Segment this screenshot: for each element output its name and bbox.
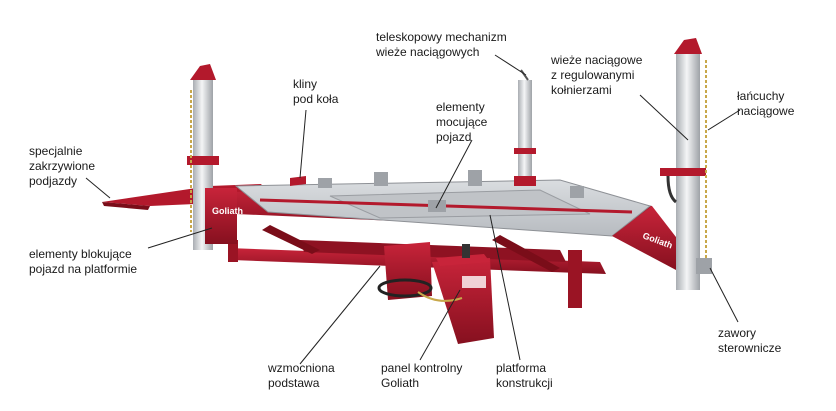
label-line: wieże naciągowe — [551, 53, 643, 67]
label-line: kołnierzami — [551, 83, 612, 97]
label-control-panel: panel kontrolny Goliath — [381, 361, 462, 391]
label-wheel-chocks: kliny pod koła — [293, 77, 338, 107]
label-line: wzmocniona — [268, 361, 335, 375]
telescopic-tower — [514, 69, 536, 186]
label-line: pod koła — [293, 92, 339, 106]
right-pulling-tower — [660, 38, 712, 290]
label-line: panel kontrolny — [381, 361, 463, 375]
label-construction-platform: platforma konstrukcji — [496, 361, 553, 391]
label-line: Goliath — [381, 376, 420, 390]
label-line: mocujące — [436, 115, 488, 129]
label-mounting-elements: elementy mocujące pojazd — [436, 100, 487, 145]
label-line: elementy — [436, 100, 485, 114]
label-line: zawory — [718, 326, 757, 340]
label-line: specjalnie — [29, 144, 83, 158]
label-line: łańcuchy — [737, 89, 785, 103]
label-line: pojazd — [436, 130, 472, 144]
label-locking-elements: elementy blokujące pojazd na platformie — [29, 247, 137, 277]
label-telescopic-mechanism: teleskopowy mechanizm wieże naciągowych — [376, 30, 507, 60]
label-line: podjazdy — [29, 174, 78, 188]
goliath-control-panel — [377, 242, 494, 344]
goliath-logo: Goliath — [212, 206, 243, 216]
label-line: zakrzywione — [29, 159, 96, 173]
label-line: elementy blokujące — [29, 247, 132, 261]
label-line: podstawa — [268, 376, 320, 390]
label-line: platforma — [496, 361, 547, 375]
label-line: wieże naciągowych — [376, 45, 480, 59]
left-pulling-tower — [187, 64, 237, 250]
label-line: z regulowanymi — [551, 68, 635, 82]
label-line: sterownicze — [718, 341, 782, 355]
label-line: naciągowe — [737, 104, 795, 118]
label-pulling-towers: wieże naciągowe z regulowanymi kołnierza… — [551, 53, 642, 98]
label-line: pojazd na platformie — [29, 262, 138, 276]
label-pulling-chains: łańcuchy naciągowe — [737, 89, 794, 119]
label-control-valves: zawory sterownicze — [718, 326, 781, 356]
label-line: teleskopowy mechanizm — [376, 30, 507, 44]
leader-lines — [85, 54, 741, 365]
label-line: kliny — [293, 77, 318, 91]
label-reinforced-base: wzmocniona podstawa — [268, 361, 335, 391]
label-curved-ramps: specjalnie zakrzywione podjazdy — [29, 144, 95, 189]
label-line: konstrukcji — [496, 376, 553, 390]
